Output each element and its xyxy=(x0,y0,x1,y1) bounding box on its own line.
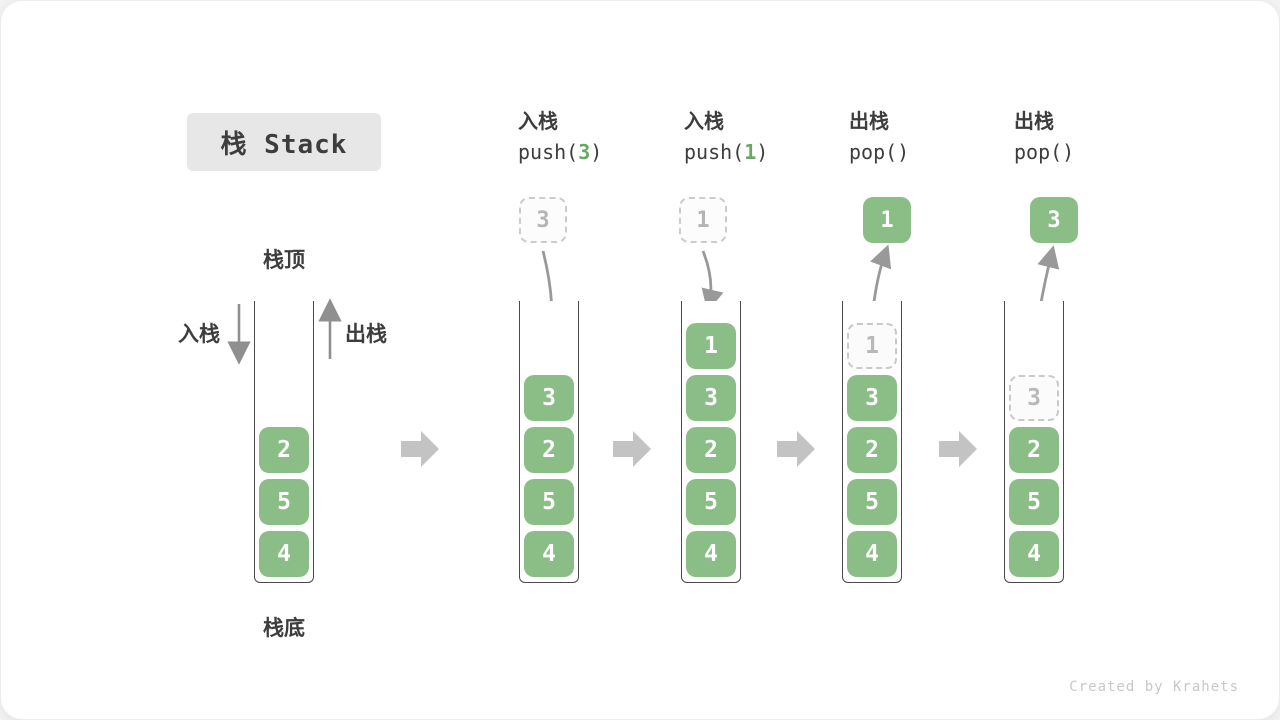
stack-bottom-label: 栈底 xyxy=(263,616,305,640)
pop-side-label: 出栈 xyxy=(345,322,387,346)
operation-cjk-label: 入栈 xyxy=(684,109,724,133)
push-side-label: 入栈 xyxy=(178,322,220,346)
operation-code-argument: 1 xyxy=(744,140,757,164)
stack-cell-5: 5 xyxy=(847,479,897,525)
step-transition-arrow-icon xyxy=(777,430,815,468)
operation-label-push-1: 入栈 push(1) xyxy=(684,107,834,169)
stack-cell-2: 2 xyxy=(259,427,309,473)
stack-cell-2: 2 xyxy=(686,427,736,473)
floating-value-box-3: 3 xyxy=(1030,197,1078,243)
stack-cell-ghost-1: 1 xyxy=(847,323,897,369)
operation-code-label: pop() xyxy=(849,140,910,164)
stack-cell-4: 4 xyxy=(524,531,574,577)
operation-label-pop-1: 出栈 pop() xyxy=(849,107,999,169)
stack-top-label: 栈顶 xyxy=(263,248,305,272)
push-1-curve-arrow xyxy=(701,250,724,312)
credit-text: Created by Krahets xyxy=(1069,679,1239,695)
operation-code-argument: 3 xyxy=(578,140,591,164)
stack-cell-4: 4 xyxy=(847,531,897,577)
operation-label-pop-3: 出栈 pop() xyxy=(1014,107,1164,169)
stack-cell-5: 5 xyxy=(524,479,574,525)
stack-cell-4: 4 xyxy=(686,531,736,577)
operation-cjk-label: 出栈 xyxy=(1014,109,1054,133)
stack-cell-5: 5 xyxy=(1009,479,1059,525)
stack-cell-3: 3 xyxy=(524,375,574,421)
stack-cell-5: 5 xyxy=(686,479,736,525)
title-text: 栈 Stack xyxy=(220,129,348,160)
stack-cell-2: 2 xyxy=(524,427,574,473)
title-badge: 栈 Stack xyxy=(187,113,381,171)
stack-cell-2: 2 xyxy=(847,427,897,473)
floating-value-box-3: 3 xyxy=(519,197,567,243)
stack-cell-1: 1 xyxy=(686,323,736,369)
operation-code-label: pop() xyxy=(1014,140,1075,164)
floating-value-box-1: 1 xyxy=(679,197,727,243)
operation-cjk-label: 入栈 xyxy=(518,109,558,133)
step-transition-arrow-icon xyxy=(939,430,977,468)
operation-cjk-label: 出栈 xyxy=(849,109,889,133)
stack-cell-3: 3 xyxy=(847,375,897,421)
step-transition-arrow-icon xyxy=(613,430,651,468)
stack-cell-2: 2 xyxy=(1009,427,1059,473)
floating-value-box-1: 1 xyxy=(863,197,911,243)
operation-code-label: push(3) xyxy=(518,140,603,164)
stack-cell-4: 4 xyxy=(259,531,309,577)
stack-cell-3: 3 xyxy=(686,375,736,421)
stack-cell-5: 5 xyxy=(259,479,309,525)
operation-label-push-3: 入栈 push(3) xyxy=(518,107,668,169)
stack-cell-4: 4 xyxy=(1009,531,1059,577)
stack-cell-ghost-3: 3 xyxy=(1009,375,1059,421)
operation-code-label: push(1) xyxy=(684,140,769,164)
step-transition-arrow-icon xyxy=(401,430,439,468)
